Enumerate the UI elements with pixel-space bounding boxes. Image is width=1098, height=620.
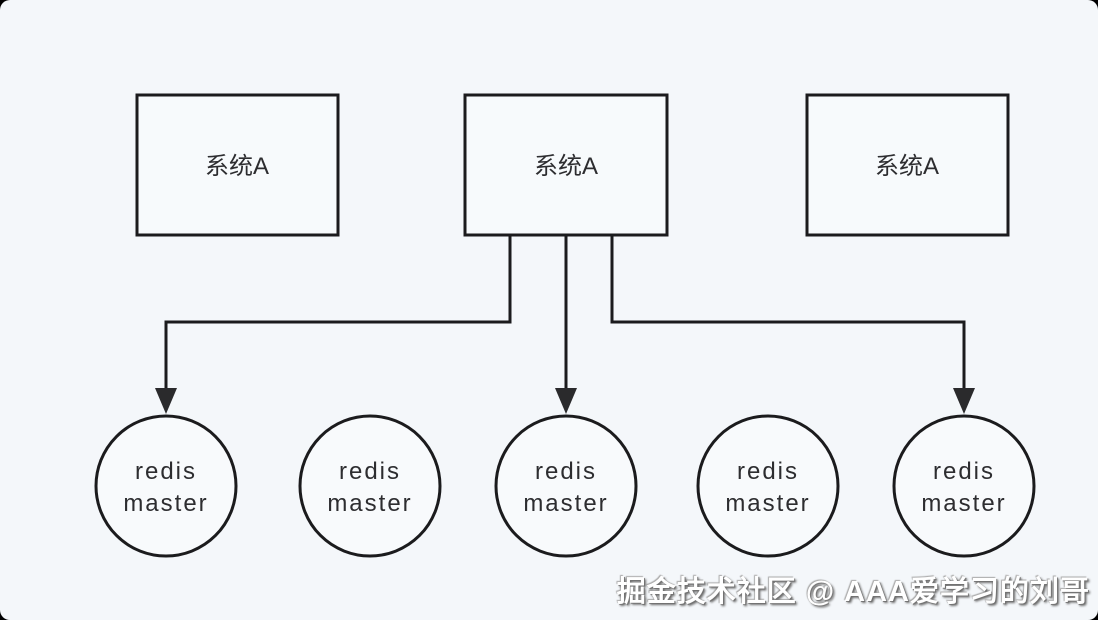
node-redis-master-3: redis master	[494, 414, 638, 558]
edge-center-to-redis-1	[155, 232, 512, 414]
arrow-down-icon	[953, 388, 975, 414]
node-label-line2: master	[123, 490, 208, 517]
node-label-line2: master	[523, 490, 608, 517]
node-label-line1: redis	[535, 458, 597, 485]
node-label-line2: master	[921, 490, 1006, 517]
node-system-a-left: 系统A	[135, 93, 340, 237]
node-label-line1: redis	[339, 458, 401, 485]
node-label: 系统A	[205, 153, 269, 180]
node-label-line2: master	[725, 490, 810, 517]
watermark: 掘金技术社区 @ AAA爱学习的刘哥	[616, 576, 1090, 608]
edge-center-to-redis-5	[610, 232, 975, 414]
node-system-a-right: 系统A	[805, 93, 1010, 237]
edge-center-to-redis-3	[555, 232, 577, 414]
arrow-down-icon	[155, 388, 177, 414]
node-redis-master-5: redis master	[892, 414, 1036, 558]
node-label-line1: redis	[737, 458, 799, 485]
node-redis-master-1: redis master	[94, 414, 238, 558]
node-label-line2: master	[327, 490, 412, 517]
node-redis-master-4: redis master	[696, 414, 840, 558]
node-label: 系统A	[875, 153, 939, 180]
node-label: 系统A	[534, 153, 598, 180]
node-redis-master-2: redis master	[298, 414, 442, 558]
node-label-line1: redis	[135, 458, 197, 485]
arrow-down-icon	[555, 388, 577, 414]
node-label-line1: redis	[933, 458, 995, 485]
node-system-a-center: 系统A	[463, 93, 669, 237]
